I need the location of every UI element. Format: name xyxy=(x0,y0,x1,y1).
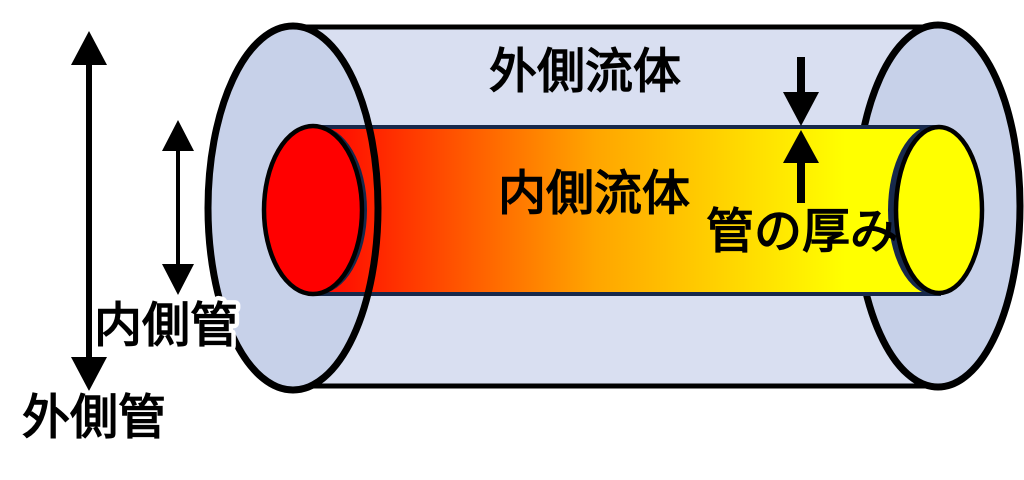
wall-thickness-arrow-down xyxy=(783,57,819,126)
outer-pipe-left-rim xyxy=(204,22,382,394)
arrow-shaft xyxy=(176,147,180,266)
wall-thickness-label: 管の厚み xyxy=(706,206,898,259)
arrowhead-down-icon xyxy=(71,357,107,391)
outer-fluid-label: 外側流体 xyxy=(489,46,681,99)
arrowhead-down-icon xyxy=(783,92,819,126)
inner-pipe-label: 内側管 xyxy=(94,300,238,353)
inner-pipe-right-end xyxy=(893,124,985,296)
arrowhead-down-icon xyxy=(162,264,194,295)
arrow-shaft xyxy=(797,57,805,94)
arrow-shaft xyxy=(86,61,92,357)
arrowhead-up-icon xyxy=(71,31,107,65)
arrowhead-up-icon xyxy=(783,130,819,163)
outer-pipe-label: 外側管 xyxy=(22,392,166,445)
outer-pipe-diameter-arrow xyxy=(71,31,107,391)
inner-pipe-left-end xyxy=(261,123,365,297)
arrowhead-up-icon xyxy=(162,120,194,151)
arrow-shaft xyxy=(797,160,805,203)
inner-pipe xyxy=(261,123,985,297)
wall-thickness-arrow-up xyxy=(783,130,819,203)
inner-fluid-label: 内側流体 xyxy=(498,168,690,221)
inner-pipe-diameter-arrow xyxy=(162,120,194,295)
